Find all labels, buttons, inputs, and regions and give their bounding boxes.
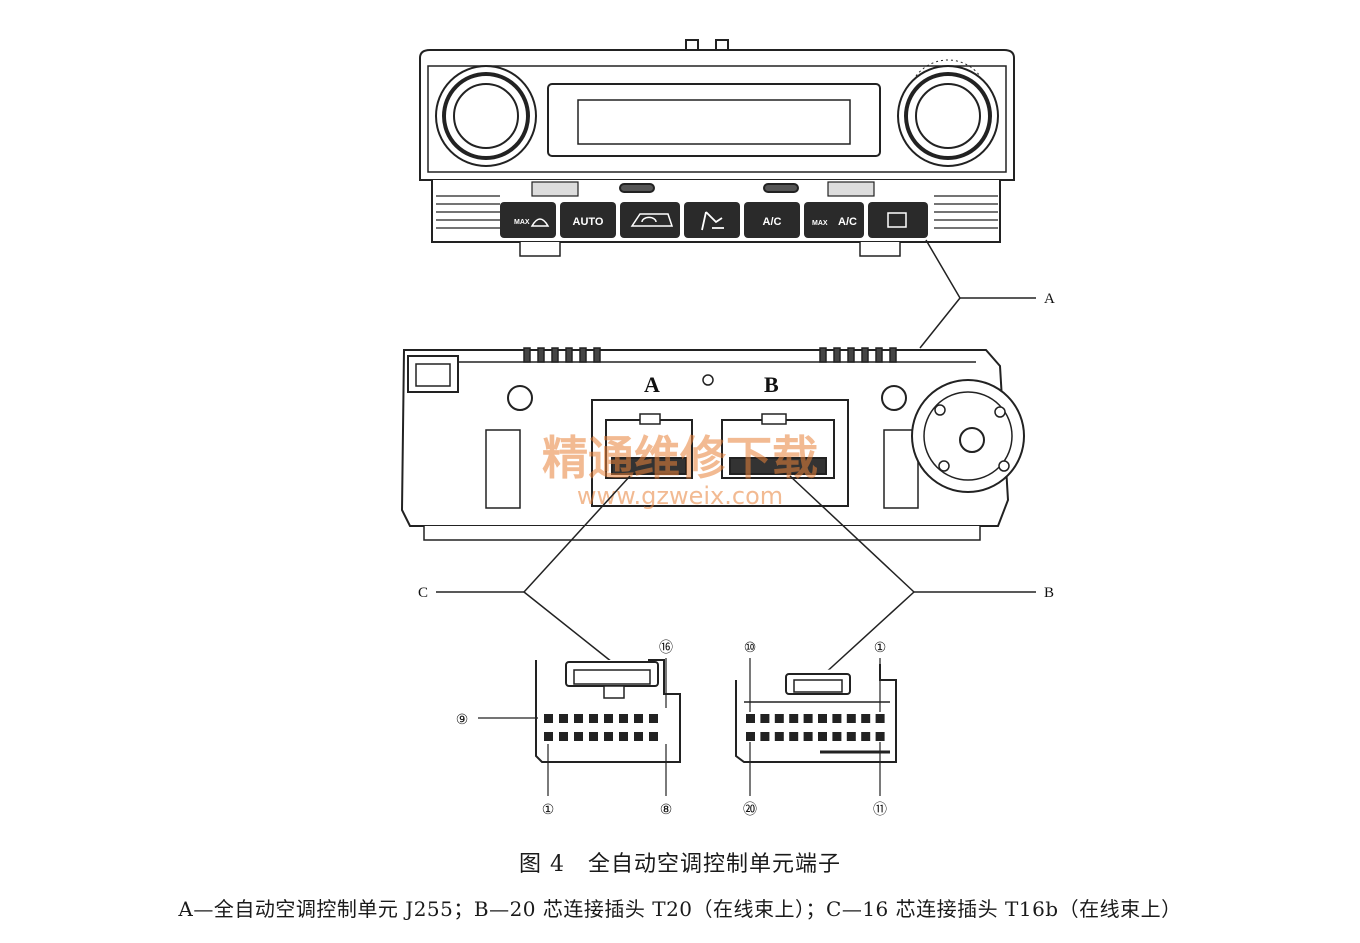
connector-16-pin-cavity xyxy=(544,714,553,723)
ac-button[interactable]: A/C xyxy=(744,202,800,238)
connector-20-pin-cavity xyxy=(803,732,813,741)
connector-20-pin-cavity xyxy=(846,732,856,741)
connector-16-leaders xyxy=(478,658,667,796)
control-unit-rear xyxy=(400,347,1025,541)
max-defrost-button[interactable]: MAX xyxy=(500,202,556,238)
connector-16-pin-cavity xyxy=(559,732,568,741)
left-temperature-knob[interactable] xyxy=(435,65,537,167)
callout-c-label: C xyxy=(418,585,428,601)
connector-20-pin-cavity xyxy=(746,714,755,723)
connector-16-pin-cavity xyxy=(649,732,658,741)
recirculation-icon xyxy=(630,213,674,227)
connector-16-pin-cavity xyxy=(589,714,598,723)
connector-20-pin-cavity xyxy=(861,714,871,723)
socket-a xyxy=(605,413,693,479)
connector-16-pin-cavity xyxy=(619,732,628,741)
watermark-url: www.gzweix.com xyxy=(577,482,783,510)
connector-16-pin-cavity xyxy=(589,732,598,741)
blend-door-motor xyxy=(911,379,1025,493)
connector-16-pin-cavity xyxy=(634,714,643,723)
rear-defrost-icon xyxy=(887,212,907,228)
connector-16-pin-cavity xyxy=(604,732,613,741)
connector-16-pin xyxy=(535,659,681,763)
connector-20-pin xyxy=(735,664,897,763)
connector-20-pin-cavity xyxy=(846,714,856,723)
connector-20-pin-cavity xyxy=(818,714,827,723)
pin-label-1: ① xyxy=(542,803,555,818)
connector-16-pin-cavity xyxy=(649,714,658,723)
callout-c xyxy=(436,475,631,663)
callout-a-label: A xyxy=(1044,291,1055,307)
socket-b-label: B xyxy=(764,372,779,397)
auto-label: AUTO xyxy=(573,216,604,228)
connector-20-pin-cavity xyxy=(774,732,784,741)
right-temperature-knob[interactable] xyxy=(897,59,999,167)
pin-label-9: ⑨ xyxy=(456,713,469,728)
connector-20-pin-cavity xyxy=(760,732,770,741)
figure-title: 图 4 全自动空调控制单元端子 xyxy=(519,852,841,877)
max-ac-button[interactable]: MAX A/C xyxy=(804,202,864,238)
watermark-cn: 精通维修下载 xyxy=(542,431,818,485)
max-ac-label: A/C xyxy=(838,216,857,228)
connector-20-pin-cavity xyxy=(861,732,871,741)
connector-16-pin-cavity xyxy=(574,714,583,723)
connector-20-pin-cavity xyxy=(832,714,842,723)
pin-label-16: ⑯ xyxy=(659,640,673,656)
pin-label-20: ⑳ xyxy=(743,802,757,818)
seat-airflow-icon xyxy=(701,211,724,231)
pin-label-1-b: ① xyxy=(874,641,887,656)
connector-20-pin-cavity xyxy=(818,732,827,741)
connector-20-leaders xyxy=(749,658,881,796)
recirculation-button[interactable] xyxy=(620,202,680,238)
connector-20-pin-cavity xyxy=(789,732,799,741)
pin-label-10: ⑩ xyxy=(744,641,757,656)
seat-airflow-button[interactable] xyxy=(684,202,740,238)
connector-16-pin-cavity xyxy=(559,714,568,723)
connector-20-pin-cavity xyxy=(789,714,799,723)
connector-20-pin-cavity xyxy=(774,714,784,723)
max-ac-max-label: MAX xyxy=(812,220,828,227)
callout-a xyxy=(919,239,1036,349)
rear-defrost-button[interactable] xyxy=(868,202,928,238)
connector-20-pin-cavity xyxy=(875,714,885,723)
button-row: MAX AUTO A/C MAX A/C xyxy=(500,202,928,238)
figure-legend: A—全自动空调控制单元 J255；B—20 芯连接插头 T20（在线束上）；C—… xyxy=(178,897,1182,921)
connector-20-pin-cavity xyxy=(746,732,755,741)
connector-16-pin-cavity xyxy=(619,714,628,723)
socket-b xyxy=(721,413,835,479)
connector-16-pin-cavity xyxy=(604,714,613,723)
windshield-defrost-icon xyxy=(530,218,550,227)
connector-20-pin-cavity xyxy=(875,732,885,741)
connector-20-pin-cavity xyxy=(832,732,842,741)
connector-20-pin-cavity xyxy=(760,714,770,723)
callout-b-label: B xyxy=(1044,585,1054,601)
connector-16-pin-cavity xyxy=(634,732,643,741)
connector-16-pin-cavity xyxy=(544,732,553,741)
pin-label-11: ⑪ xyxy=(873,802,887,818)
callout-b xyxy=(789,475,1036,677)
diagram-canvas: MAX AUTO A/C MAX A/C xyxy=(400,39,1055,818)
socket-a-label: A xyxy=(644,372,660,397)
pin-label-8: ⑧ xyxy=(660,803,673,818)
connector-20-pin-cavity xyxy=(803,714,813,723)
connector-16-pin-cavity xyxy=(574,732,583,741)
ac-label: A/C xyxy=(763,216,782,228)
max-label: MAX xyxy=(514,219,530,226)
auto-button[interactable]: AUTO xyxy=(560,202,616,238)
